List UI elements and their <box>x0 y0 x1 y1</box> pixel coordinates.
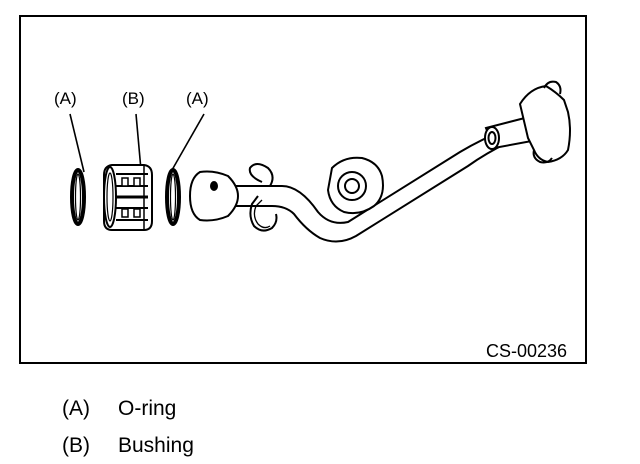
legend: (A) O-ring (B) Bushing <box>62 390 194 464</box>
o-ring-left <box>70 168 86 226</box>
callout-label-a-right: (A) <box>186 89 209 108</box>
legend-label: Bushing <box>118 434 194 457</box>
leader-line-a-left <box>69 113 85 173</box>
callout-label-a-left: (A) <box>54 89 77 108</box>
figure-code: CS-00236 <box>486 341 567 361</box>
o-ring-right <box>165 168 181 226</box>
legend-key: (B) <box>62 434 90 457</box>
leader-line-a-right <box>171 113 205 171</box>
legend-item-o-ring: (A) O-ring <box>62 390 194 427</box>
figure-frame <box>19 15 587 364</box>
callout-label-b: (B) <box>122 89 145 108</box>
bushing <box>103 164 153 231</box>
leader-line-b <box>135 113 142 171</box>
legend-label: O-ring <box>118 397 177 420</box>
legend-key: (A) <box>62 397 90 420</box>
legend-item-bushing: (B) Bushing <box>62 427 194 464</box>
shift-rod-assembly <box>188 80 571 243</box>
